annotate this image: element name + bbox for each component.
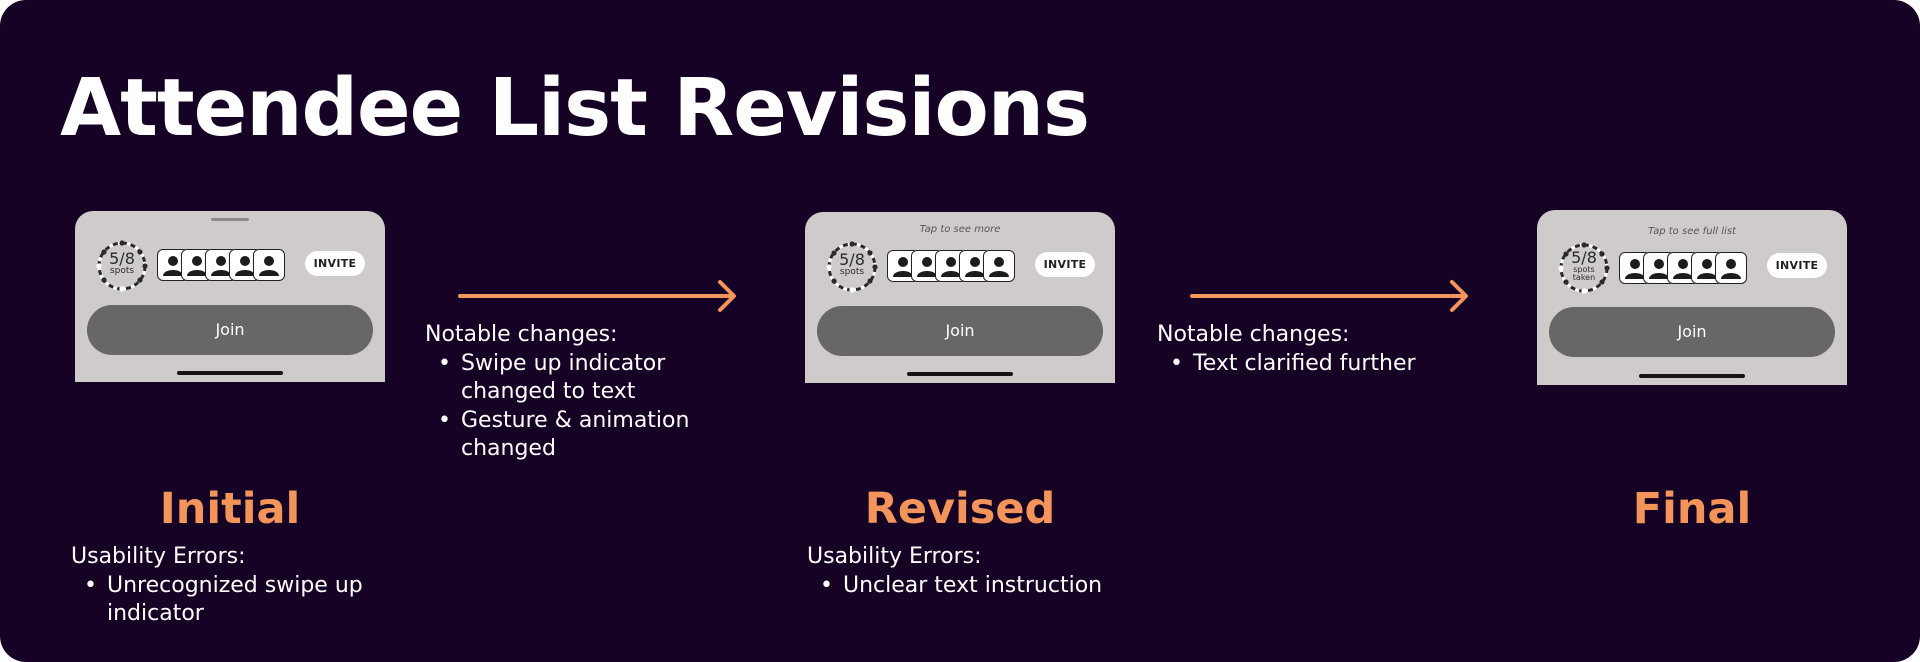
home-indicator xyxy=(177,371,283,375)
spots-label: spots xyxy=(109,266,135,276)
home-indicator xyxy=(907,372,1013,376)
changes-heading: Notable changes: xyxy=(425,322,618,347)
spots-label: spots xyxy=(1573,265,1595,274)
person-icon xyxy=(1715,252,1747,284)
list-item: Gesture & animation changed xyxy=(425,407,725,464)
usability-errors-initial: Usability Errors: Unrecognized swipe up … xyxy=(71,543,391,629)
arrow-right-icon xyxy=(1190,280,1468,312)
spots-ring-icon xyxy=(96,240,148,292)
invite-button[interactable]: INVITE xyxy=(1035,252,1095,277)
changes-list: Text clarified further xyxy=(1157,350,1477,379)
home-indicator xyxy=(1639,374,1745,378)
spots-count: 5/8 xyxy=(1571,248,1597,267)
stage-label-initial: Initial xyxy=(159,484,301,534)
changes-list: Swipe up indicator changed to text Gestu… xyxy=(425,350,725,464)
list-item: Unclear text instruction xyxy=(807,572,1147,601)
attendee-avatars[interactable] xyxy=(157,249,289,281)
tap-hint[interactable]: Tap to see full list xyxy=(1648,226,1736,237)
person-icon xyxy=(253,249,285,281)
spots-ring-icon xyxy=(1558,242,1610,294)
spots-label: spots xyxy=(839,267,865,277)
spots-ring-icon xyxy=(826,241,878,293)
list-item: Text clarified further xyxy=(1157,350,1477,379)
mockup-final: Tap to see full list 5/8 spots taken xyxy=(1537,210,1847,385)
attendee-avatars[interactable] xyxy=(1619,252,1751,284)
invite-button[interactable]: INVITE xyxy=(1767,253,1827,278)
list-item: Unrecognized swipe up indicator xyxy=(71,572,391,629)
join-button[interactable]: Join xyxy=(817,306,1103,356)
arrow-right-icon xyxy=(458,280,736,312)
join-button[interactable]: Join xyxy=(87,305,373,355)
swipe-up-indicator xyxy=(211,218,249,221)
stage-label-final: Final xyxy=(1632,484,1752,534)
mockup-revised: Tap to see more 5/8 spots INVITE Join xyxy=(805,212,1115,383)
taken-label: taken xyxy=(1572,273,1596,282)
spots-ring: 5/8 spots xyxy=(95,239,149,293)
invite-button[interactable]: INVITE xyxy=(305,251,365,276)
stage-label-revised: Revised xyxy=(864,484,1056,534)
person-icon xyxy=(983,250,1015,282)
errors-list: Unrecognized swipe up indicator xyxy=(71,572,391,629)
spots-ring: 5/8 spots xyxy=(825,240,879,294)
mockup-initial: 5/8 spots INVITE Join xyxy=(75,211,385,382)
spots-ring: 5/8 spots taken xyxy=(1557,241,1611,295)
changes-block-2: Notable changes: Text clarified further xyxy=(1157,321,1477,378)
join-button[interactable]: Join xyxy=(1549,307,1835,357)
usability-errors-revised: Usability Errors: Unclear text instructi… xyxy=(807,543,1147,600)
spots-count: 5/8 xyxy=(839,250,865,269)
errors-heading: Usability Errors: xyxy=(807,544,982,569)
spots-count: 5/8 xyxy=(109,249,135,268)
tap-hint[interactable]: Tap to see more xyxy=(919,224,1001,235)
page-title: Attendee List Revisions xyxy=(60,62,1090,154)
changes-heading: Notable changes: xyxy=(1157,322,1350,347)
changes-block-1: Notable changes: Swipe up indicator chan… xyxy=(425,321,725,464)
errors-heading: Usability Errors: xyxy=(71,544,246,569)
attendee-avatars[interactable] xyxy=(887,250,1019,282)
list-item: Swipe up indicator changed to text xyxy=(425,350,725,407)
errors-list: Unclear text instruction xyxy=(807,572,1147,601)
